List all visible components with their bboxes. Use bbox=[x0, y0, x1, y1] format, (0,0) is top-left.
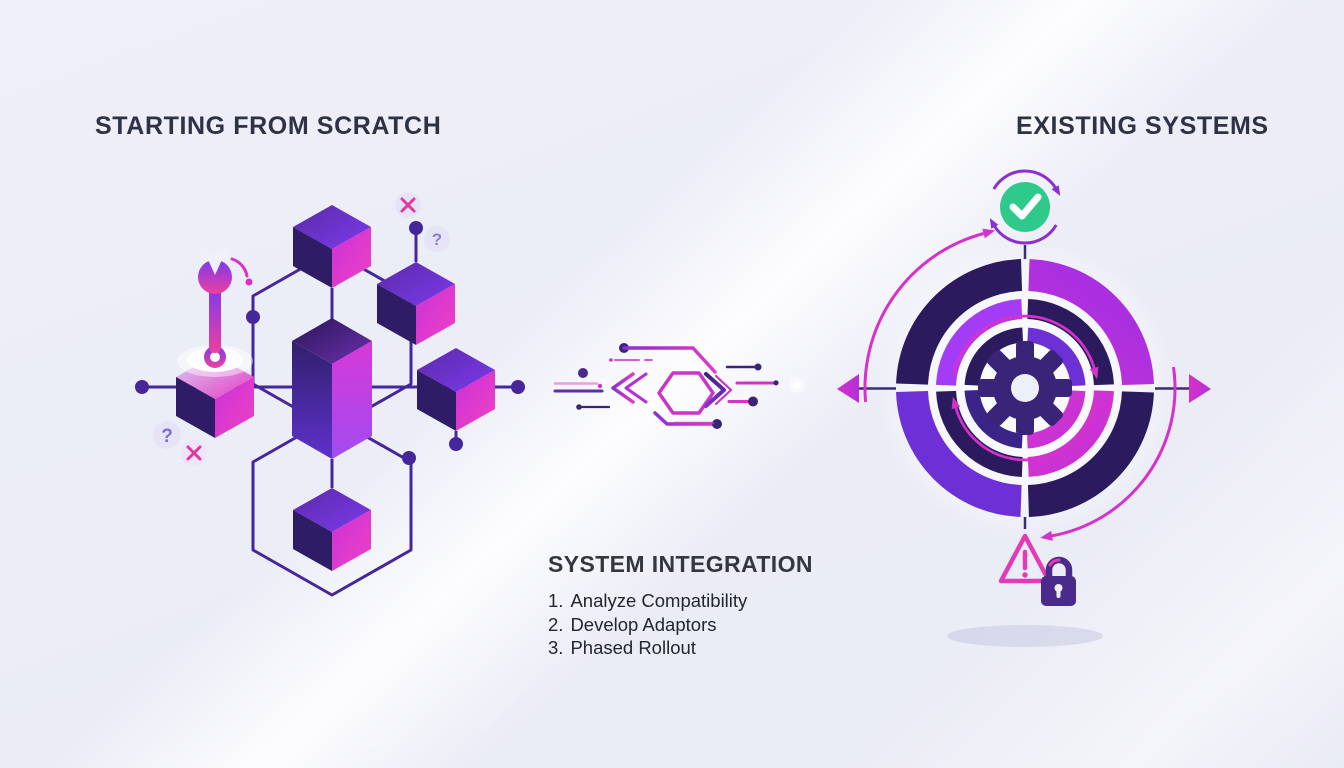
arrow-left-icon bbox=[837, 374, 859, 403]
right-section-title: EXISTING SYSTEMS bbox=[1016, 112, 1269, 140]
step-number: 3. bbox=[548, 637, 564, 658]
existing-systems-target-illustration bbox=[837, 169, 1211, 647]
cube-bottom bbox=[293, 488, 371, 571]
curved-arrow-bottom-right-icon bbox=[1040, 366, 1177, 541]
crosshair-lines bbox=[859, 245, 1192, 529]
integration-step: 2. Develop Adaptors bbox=[548, 613, 848, 637]
cube-top bbox=[293, 205, 371, 288]
network-node-dots bbox=[135, 221, 525, 465]
arrow-right-icon bbox=[1189, 374, 1211, 403]
step-label: Phased Rollout bbox=[570, 637, 696, 658]
svg-text:?: ? bbox=[432, 230, 442, 249]
lock-icon bbox=[1041, 556, 1076, 606]
step-label: Develop Adaptors bbox=[570, 613, 717, 635]
integration-step: 1. Analyze Compatibility bbox=[548, 589, 848, 613]
question-badge-icon: ? bbox=[424, 226, 450, 252]
svg-text:?: ? bbox=[161, 426, 173, 447]
warning-icon bbox=[998, 533, 1052, 584]
center-section-title: SYSTEM INTEGRATION bbox=[548, 551, 813, 577]
scratch-network-illustration: ? ? bbox=[135, 192, 525, 597]
gear-icon bbox=[978, 341, 1072, 435]
wrench-icon bbox=[198, 248, 253, 368]
cube-center-tall bbox=[292, 318, 372, 459]
cube-right bbox=[417, 348, 495, 431]
target-shadow bbox=[947, 625, 1103, 647]
left-section-title: STARTING FROM SCRATCH bbox=[95, 112, 442, 140]
circuit-traces bbox=[553, 343, 805, 429]
step-label: Analyze Compatibility bbox=[570, 590, 748, 611]
refresh-cycle-icon bbox=[989, 169, 1061, 245]
integration-circuit-illustration bbox=[553, 343, 805, 429]
x-badge-icon bbox=[181, 440, 207, 466]
integration-steps-panel: SYSTEM INTEGRATION 1. Analyze Compatibil… bbox=[548, 551, 848, 660]
check-icon bbox=[1000, 182, 1050, 232]
curved-arrow-top-left-icon bbox=[863, 228, 996, 403]
cube-top-right bbox=[377, 262, 455, 345]
integration-step: 3. Phased Rollout bbox=[548, 636, 848, 660]
x-badge-icon bbox=[395, 192, 421, 218]
step-number: 1. bbox=[548, 590, 564, 611]
question-badge-icon: ? bbox=[153, 421, 181, 449]
step-number: 2. bbox=[548, 613, 564, 635]
inner-cycle-arrows-icon bbox=[951, 314, 1099, 462]
